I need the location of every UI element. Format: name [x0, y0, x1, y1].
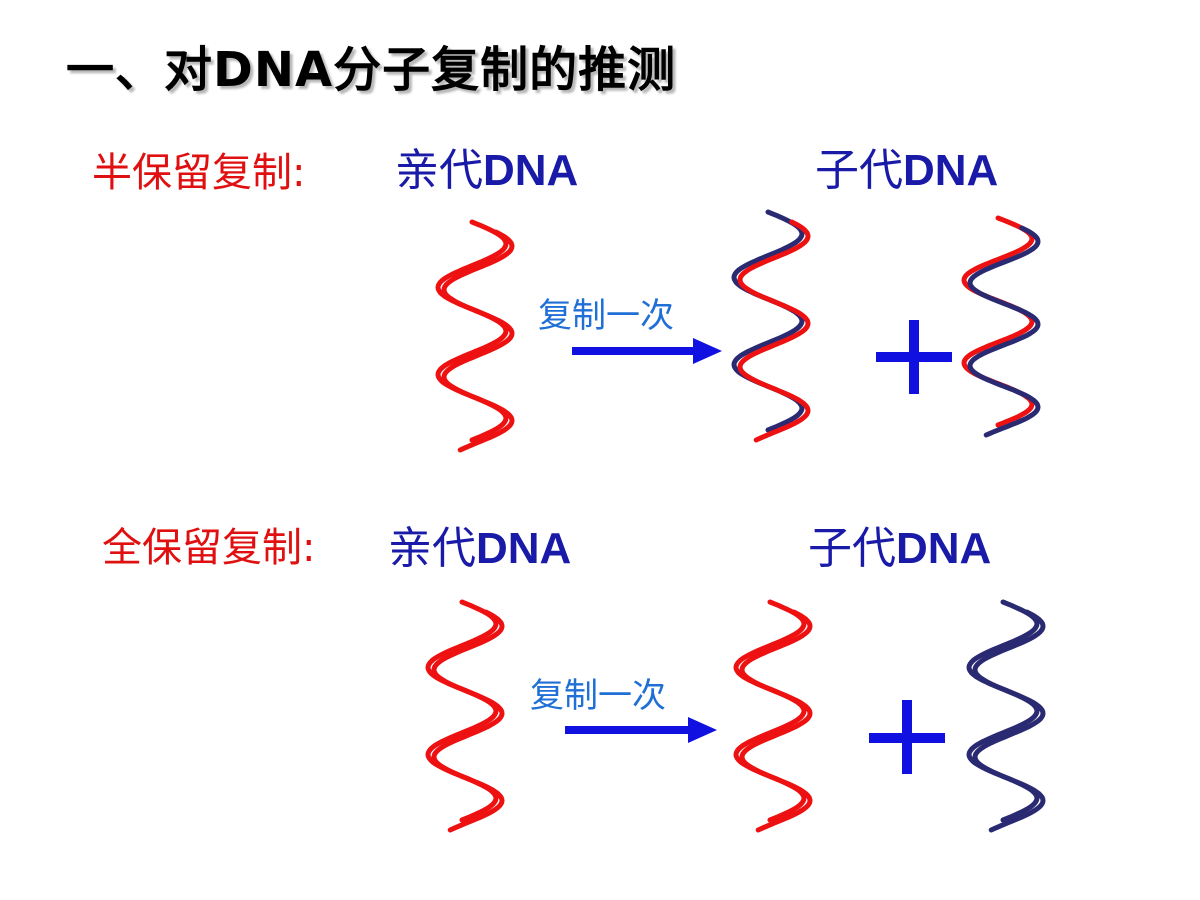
semi-offspring-dna-label: 子代DNA	[815, 134, 998, 198]
semi-parent-prefix: 亲代	[395, 145, 483, 196]
cons-parent-suffix: DNA	[476, 524, 572, 573]
cons-replicate-once-text: 复制一次	[530, 676, 666, 716]
semi-parent-helix-strand-b	[441, 229, 515, 453]
page-title: 一、对DNA分子复制的推测	[66, 42, 677, 98]
cons-arrow	[565, 717, 717, 743]
semi-daughter-helix-2-strand-b	[967, 225, 1041, 438]
semi-plus-sign	[876, 320, 952, 394]
semi-arrow	[572, 338, 722, 364]
semi-offspring-suffix: DNA	[903, 146, 999, 195]
cons-offspring-suffix: DNA	[896, 524, 992, 573]
semi-conservative-label: 半保留复制:	[92, 150, 306, 196]
cons-daughter-helix-1-strand-b	[739, 609, 813, 833]
conservative-label: 全保留复制:	[102, 525, 316, 571]
cons-offspring-prefix: 子代	[808, 523, 896, 574]
cons-parent-prefix: 亲代	[388, 523, 476, 574]
semi-offspring-prefix: 子代	[815, 145, 903, 196]
semi-arrow-head	[693, 338, 722, 364]
cons-parent-dna-label: 亲代DNA	[388, 512, 571, 576]
semi-replicate-once-text: 复制一次	[538, 296, 674, 336]
cons-offspring-dna-label: 子代DNA	[808, 512, 991, 576]
cons-arrow-head	[688, 717, 717, 743]
semi-parent-suffix: DNA	[483, 146, 579, 195]
cons-plus-sign	[869, 700, 945, 774]
semi-daughter-helix-1-strand-b	[737, 219, 811, 443]
cons-daughter-helix-2-strand-b	[972, 609, 1046, 833]
semi-parent-dna-label: 亲代DNA	[395, 134, 578, 198]
cons-parent-helix-strand-b	[431, 609, 505, 833]
